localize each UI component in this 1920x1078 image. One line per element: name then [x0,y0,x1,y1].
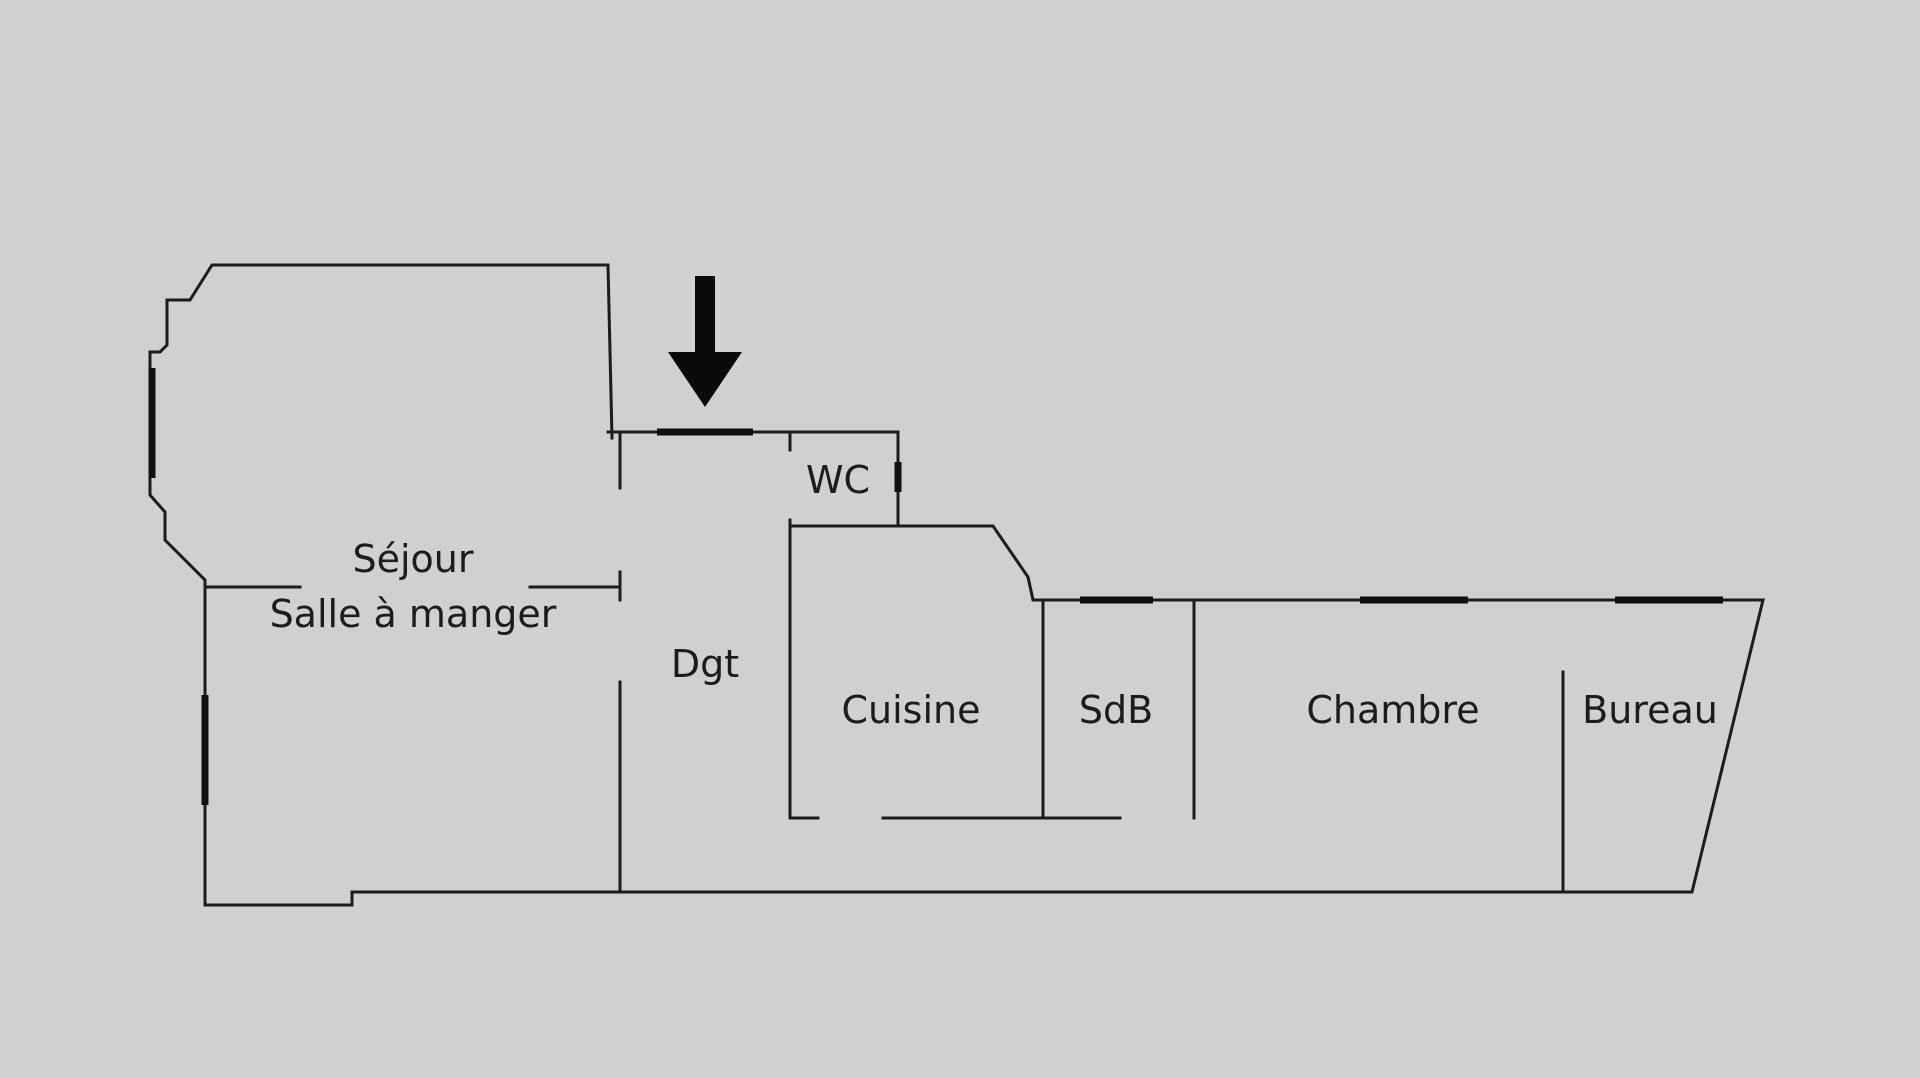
outer-wall-kitchen-top [618,524,1765,894]
label-sdb: SdB [1079,688,1153,732]
windows [148,368,1723,805]
room-labels: Séjour Salle à manger WC Dgt Cuisine SdB… [270,458,1718,732]
arrow-down-icon [668,276,742,407]
label-dgt: Dgt [671,642,739,686]
outer-walls [148,263,1765,907]
wall-cuisine-left [788,518,820,820]
outer-wall-sejour [148,263,622,907]
label-salle-a-manger: Salle à manger [270,592,557,636]
label-bureau: Bureau [1582,688,1718,732]
label-sejour: Séjour [352,537,473,581]
label-wc: WC [806,458,870,502]
interior-walls [203,430,1565,894]
label-cuisine: Cuisine [842,688,981,732]
label-chambre: Chambre [1306,688,1479,732]
